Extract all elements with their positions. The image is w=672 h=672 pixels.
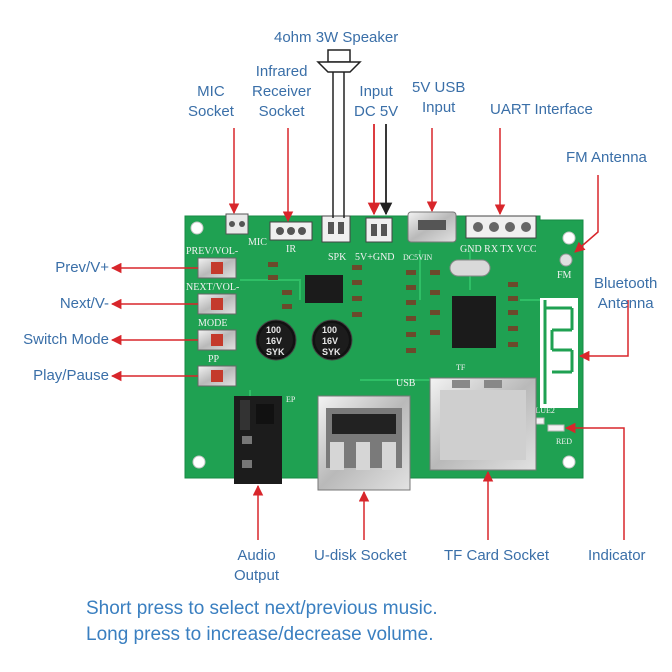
svg-text:100: 100 xyxy=(322,325,337,335)
mounting-hole xyxy=(192,455,206,469)
dc-input-socket xyxy=(365,217,393,243)
indicator-label: Indicator xyxy=(588,547,646,564)
silk-usb: USB xyxy=(396,378,416,389)
silk-ir: IR xyxy=(286,244,296,255)
capacitor-2: 100 16V SYK xyxy=(311,319,353,361)
fm-antenna-pad xyxy=(559,253,573,267)
silk-mic: MIC xyxy=(248,237,267,248)
components: 100 16V SYK 100 16V SYK xyxy=(255,253,578,432)
play-pause-label: Play/Pause xyxy=(33,367,109,384)
prev-label: Prev/V+ xyxy=(55,259,109,276)
mounting-hole xyxy=(562,231,576,245)
red-led xyxy=(547,424,565,432)
fm-antenna-label: FM Antenna xyxy=(566,149,647,166)
tf-card-socket xyxy=(429,377,537,471)
caption-line-2: Long press to increase/decrease volume. xyxy=(86,624,434,645)
fm-arrow xyxy=(574,175,599,253)
mounting-hole xyxy=(190,221,204,235)
speaker-socket xyxy=(321,215,351,243)
main-chip xyxy=(452,296,496,348)
arrows xyxy=(110,128,629,540)
silk-tf: TF xyxy=(456,363,466,372)
bt-arrow xyxy=(578,300,629,362)
tf-card-label: TF Card Socket xyxy=(444,547,550,564)
svg-text:SYK: SYK xyxy=(266,347,285,357)
silk-prev-vol: PREV/VOL- xyxy=(186,246,238,257)
switch-mode-label: Switch Mode xyxy=(23,331,109,348)
silk-ep: EP xyxy=(286,395,296,404)
svg-text:16V: 16V xyxy=(322,336,338,346)
silk-blue: BLUE2 xyxy=(530,406,555,415)
next-label: Next/V- xyxy=(59,295,109,312)
svg-text:100: 100 xyxy=(266,325,281,335)
silk-dc5vin: DC5VIN xyxy=(403,253,433,262)
dc-input-wires xyxy=(367,124,393,216)
speaker-label: 4ohm 3W Speaker xyxy=(274,29,399,46)
speaker-icon xyxy=(316,49,362,218)
svg-text:SYK: SYK xyxy=(322,347,341,357)
svg-text:16V: 16V xyxy=(266,336,282,346)
silk-mode: MODE xyxy=(198,318,227,329)
silk-next-vol: NEXT/VOL- xyxy=(186,282,239,293)
silk-fm: FM xyxy=(557,270,572,281)
uart-label: UART Interface xyxy=(490,101,593,118)
silk-uart-pins: GND RX TX VCC xyxy=(460,244,537,255)
udisk-label: U-disk Socket xyxy=(314,547,407,564)
silk-5v-gnd: 5V+GND xyxy=(355,252,395,263)
silkscreen: PREV/VOL- NEXT/VOL- MODE PP MIC IR SPK 5… xyxy=(186,237,572,446)
buttons xyxy=(197,257,237,387)
amp-chip xyxy=(305,275,343,303)
mounting-hole xyxy=(562,455,576,469)
caption-line-1: Short press to select next/previous musi… xyxy=(86,598,438,619)
silk-spk: SPK xyxy=(328,252,347,263)
capacitor-1: 100 16V SYK xyxy=(255,319,297,361)
indicator-arrow xyxy=(564,422,625,540)
crystal xyxy=(449,259,491,277)
usb-a-socket xyxy=(317,395,411,491)
audio-jack xyxy=(234,396,282,484)
silk-red: RED xyxy=(556,437,572,446)
silk-pp: PP xyxy=(208,354,220,365)
top-connectors xyxy=(225,211,537,243)
uart-header xyxy=(465,215,537,239)
